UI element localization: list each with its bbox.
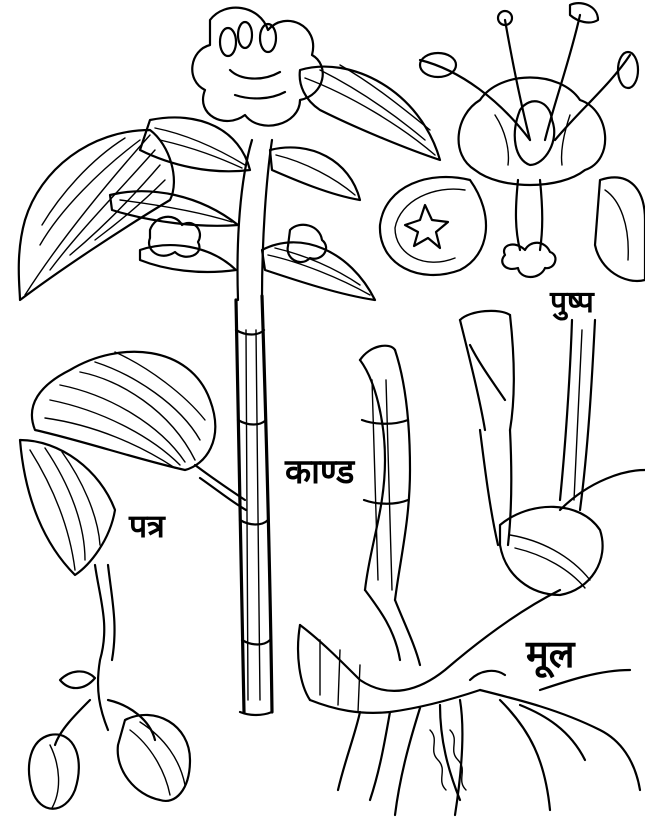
seed-pods <box>29 565 190 809</box>
flower-label: पुष्प <box>548 288 596 318</box>
main-plant <box>19 8 440 715</box>
root-detail <box>298 311 645 815</box>
root-label: मूल <box>524 635 577 673</box>
leaf-label: पत्र <box>127 510 167 542</box>
stem-label: काण्ड <box>283 455 356 489</box>
